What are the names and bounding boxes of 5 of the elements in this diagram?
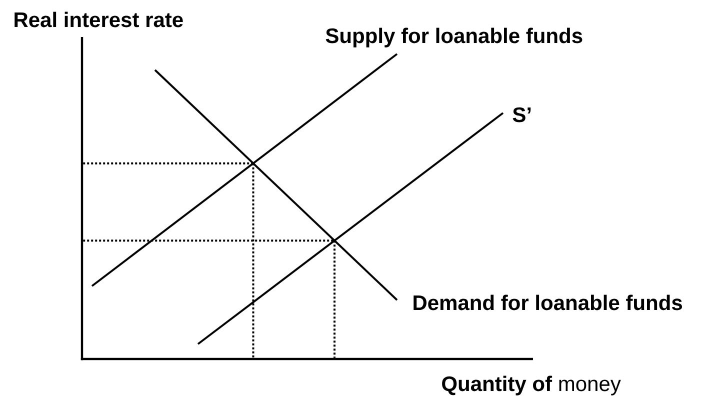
curve-label: Supply for loanable funds (326, 28, 582, 48)
curve-label: Demand for loanable funds (414, 294, 682, 310)
curve-label: S’ (512, 107, 531, 122)
axis-label: Quantity of money (442, 376, 621, 396)
axis-label: Real interest rate (14, 12, 183, 28)
